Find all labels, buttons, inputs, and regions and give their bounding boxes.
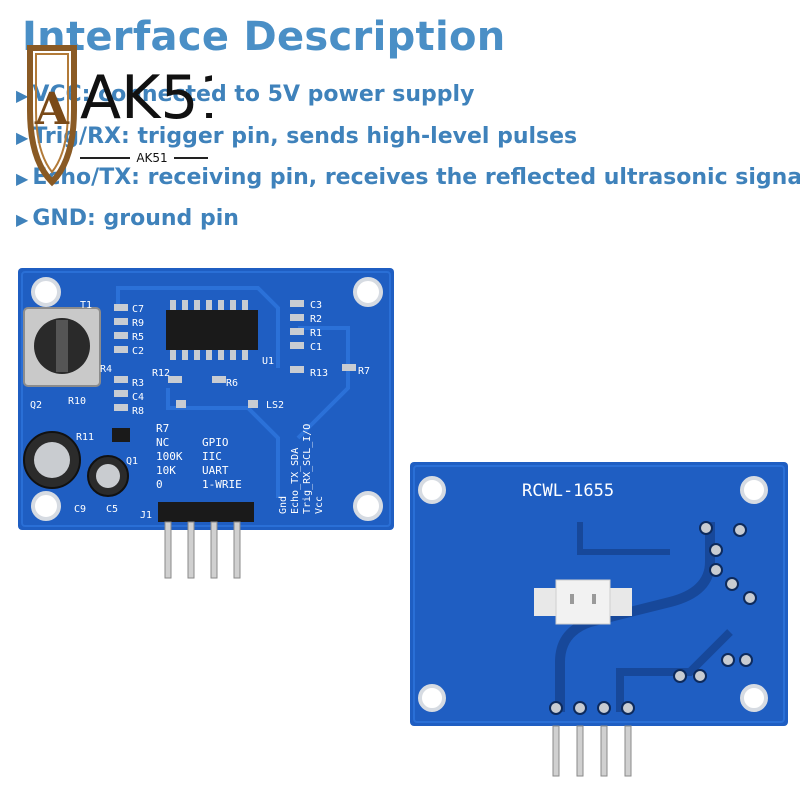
desc-text: : trigger pin, sends high-level pulses — [120, 124, 578, 149]
pin-label-echo: Echo_TX_SDA — [290, 448, 301, 514]
label-r4: R4 — [100, 364, 112, 375]
bullet-triangle-icon: ▶ — [16, 169, 29, 188]
back-pcb-edge — [413, 465, 785, 723]
desc-text: : receiving pin, receives the reflected … — [131, 165, 800, 190]
label-c9: C9 — [74, 504, 86, 515]
desc-text: : connected to 5V power supply — [81, 82, 475, 107]
connector-pin — [570, 594, 574, 604]
capacitor-c9-top — [34, 442, 70, 478]
label-r10: R10 — [68, 396, 86, 407]
mode-table-value: 10K — [156, 464, 176, 477]
mode-table-mode: GPIO — [202, 436, 229, 449]
pin-label-trig: Trig_RX_SCL_I/O — [302, 424, 313, 514]
label-t1: T1 — [80, 300, 92, 311]
pcb-trace — [555, 522, 715, 712]
label-r11: R11 — [76, 432, 94, 443]
mode-table-value: 100K — [156, 450, 183, 463]
pcb-trace — [577, 522, 670, 555]
pin-label-vcc: Vcc — [314, 496, 325, 514]
label-r6: R6 — [226, 378, 238, 389]
bullet-triangle-icon: ▶ — [16, 86, 29, 105]
label-r13: R13 — [310, 368, 328, 379]
label-q2: Q2 — [30, 400, 42, 411]
label-c4: C4 — [132, 392, 144, 403]
label-u1: U1 — [262, 356, 274, 367]
ic-pins — [170, 300, 248, 360]
front-pcb-edge — [21, 271, 391, 527]
bullet-triangle-icon: ▶ — [16, 210, 29, 229]
logo-subtext: AK51 — [136, 151, 167, 165]
desc-label: Trig/RX — [32, 124, 121, 149]
label-r7-b: R7 — [358, 366, 370, 377]
connector-housing — [555, 579, 611, 625]
desc-item-echo: ▶Echo/TX: receiving pin, receives the re… — [16, 165, 800, 190]
logo-shield-inner — [35, 53, 69, 174]
mount-hole — [31, 277, 61, 307]
watermark-logo: A AK51 AK51 — [27, 45, 212, 187]
front-board: T1 U1 C7 R9 R5 C2 R4 R12 R6 R3 C4 R8 Q2 … — [18, 268, 394, 579]
header-j1 — [158, 502, 254, 522]
pcb-trace — [616, 629, 733, 712]
desc-item-gnd: ▶GND: ground pin — [16, 206, 239, 231]
desc-item-vcc: ▶VCC: connected to 5V power supply — [16, 82, 474, 107]
label-r3: R3 — [132, 378, 144, 389]
mount-hole — [740, 684, 768, 712]
header-pins — [164, 521, 241, 579]
back-board: RCWL-1655 — [410, 462, 788, 777]
label-r8: R8 — [132, 406, 144, 417]
back-header-pins — [552, 725, 632, 777]
desc-item-trig: ▶Trig/RX: trigger pin, sends high-level … — [16, 124, 577, 149]
mode-table-header: R7 — [156, 422, 169, 435]
transformer-slot — [56, 320, 68, 372]
mount-hole — [740, 476, 768, 504]
capacitor-c5-top — [96, 464, 120, 488]
smd-parts-left — [114, 304, 226, 411]
label-r9: R9 — [132, 318, 144, 329]
connector-pin — [592, 594, 596, 604]
smd-parts-right — [176, 300, 356, 408]
mode-table-mode: 1-WRIE — [202, 478, 242, 491]
logo-wordmark: AK51 — [80, 63, 212, 133]
mount-hole — [418, 684, 446, 712]
back-pads — [549, 521, 757, 715]
label-r12: R12 — [152, 368, 170, 379]
desc-text: : ground pin — [87, 206, 239, 231]
pin-label-gnd: Gnd — [278, 496, 289, 514]
model-label: RCWL-1655 — [522, 481, 614, 501]
label-c7: C7 — [132, 304, 144, 315]
logo-letter: A — [34, 84, 70, 135]
mount-hole — [353, 491, 383, 521]
label-r5: R5 — [132, 332, 144, 343]
ic-chip-u1 — [166, 310, 258, 350]
logo-shield-shape — [27, 45, 77, 187]
mount-hole — [353, 277, 383, 307]
desc-label: GND — [32, 206, 88, 231]
pcb-trace — [116, 286, 280, 368]
mode-table-value: NC — [156, 436, 169, 449]
page-heading: Interface Description — [22, 14, 506, 60]
mode-table-mode: IIC — [202, 450, 222, 463]
transistor-q1 — [112, 428, 130, 442]
mount-hole — [31, 491, 61, 521]
label-c3: C3 — [310, 300, 322, 311]
mode-table-value: 0 — [156, 478, 163, 491]
bullet-triangle-icon: ▶ — [16, 128, 29, 147]
label-ls2: LS2 — [266, 400, 284, 411]
mount-hole — [418, 476, 446, 504]
label-q1: Q1 — [126, 456, 138, 467]
label-c1: C1 — [310, 342, 322, 353]
label-c2: C2 — [132, 346, 144, 357]
label-r2: R2 — [310, 314, 322, 325]
label-j1: J1 — [140, 510, 152, 521]
mode-table-mode: UART — [202, 464, 229, 477]
label-r1: R1 — [310, 328, 322, 339]
label-c5: C5 — [106, 504, 118, 515]
pcb-trace — [296, 326, 350, 440]
